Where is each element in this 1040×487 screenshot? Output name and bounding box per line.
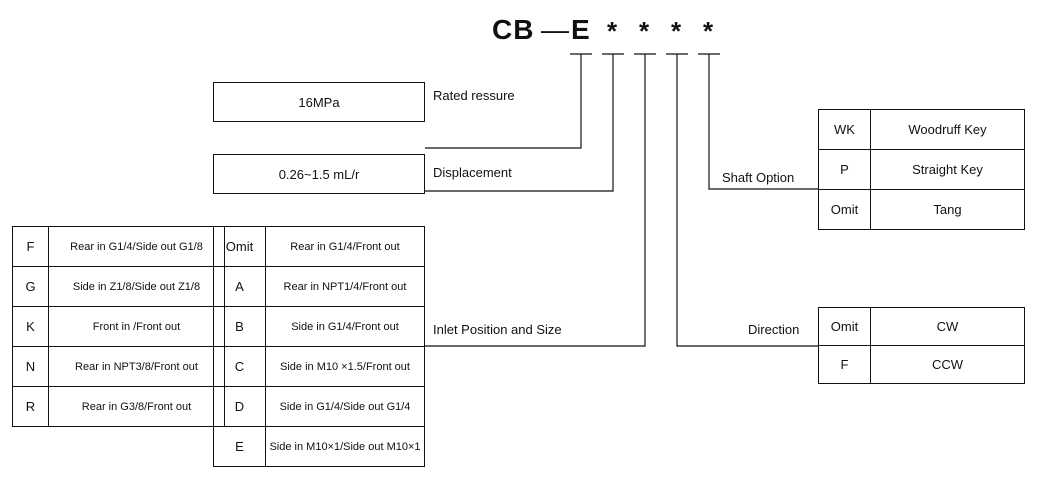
direction-option-row-code: F — [819, 346, 871, 383]
line-displacement — [425, 54, 614, 192]
direction-option-row: Omit CW — [818, 307, 1025, 346]
shaft-option-row: WK Woodruff Key — [818, 109, 1025, 150]
inlet-option-row-code: C — [214, 347, 266, 386]
shaft-option-row: Omit Tang — [818, 189, 1025, 230]
inlet-option-row-desc: Side in G1/4/Side out G1/4 — [279, 400, 411, 413]
inlet-option-row: K Front in /Front out — [12, 306, 225, 347]
inlet-option-row: D Side in G1/4/Side out G1/4 — [213, 386, 425, 427]
rated-pressure-label: Rated ressure — [433, 88, 515, 103]
shaft-option-row-desc: Straight Key — [912, 162, 983, 177]
inlet-option-row-desc: Rear in G1/4/Front out — [290, 240, 400, 253]
shaft-option-row: P Straight Key — [818, 149, 1025, 190]
inlet-option-row-code: B — [214, 307, 266, 346]
line-inlet — [425, 54, 646, 347]
model-wildcard-3: * — [671, 16, 682, 46]
inlet-option-row-desc: Side in M10 ×1.5/Front out — [280, 360, 410, 373]
line-rated-pressure — [425, 54, 582, 149]
inlet-option-row-desc: Rear in G3/8/Front out — [81, 400, 192, 413]
inlet-option-row: B Side in G1/4/Front out — [213, 306, 425, 347]
line-shaft — [708, 54, 818, 190]
shaft-option-row-desc: Woodruff Key — [908, 122, 987, 137]
inlet-option-row: C Side in M10 ×1.5/Front out — [213, 346, 425, 387]
displacement-label: Displacement — [433, 165, 512, 180]
inlet-option-row-desc: Rear in NPT1/4/Front out — [283, 280, 407, 293]
shaft-option-row-code: Omit — [819, 190, 871, 229]
inlet-option-row: Omit Rear in G1/4/Front out — [213, 226, 425, 267]
inlet-option-row-code: Omit — [214, 227, 266, 266]
displacement-value-box: 0.26~1.5 mL/r — [213, 154, 425, 194]
inlet-option-row-code: G — [13, 267, 49, 306]
shaft-option-row-code: P — [819, 150, 871, 189]
inlet-option-row: G Side in Z1/8/Side out Z1/8 — [12, 266, 225, 307]
inlet-option-row-desc: Rear in G1/4/Side out G1/8 — [70, 240, 203, 253]
inlet-option-row-desc: Side in M10×1/Side out M10×1 — [269, 440, 421, 453]
inlet-option-row-code: K — [13, 307, 49, 346]
model-series: E — [571, 14, 591, 45]
inlet-option-row-code: F — [13, 227, 49, 266]
inlet-option-row: F Rear in G1/4/Side out G1/8 — [12, 226, 225, 267]
direction-option-row-desc: CW — [936, 319, 959, 334]
model-wildcard-2: * — [639, 16, 650, 46]
inlet-option-row-code: N — [13, 347, 49, 386]
model-wildcard-4: * — [703, 16, 714, 46]
line-direction — [676, 54, 818, 347]
direction-label: Direction — [748, 322, 800, 337]
shaft-label: Shaft Option — [722, 170, 795, 185]
direction-option-row-code: Omit — [819, 308, 871, 345]
inlet-option-row-desc: Front in /Front out — [92, 320, 181, 333]
inlet-option-row-code: E — [214, 427, 266, 466]
direction-option-row: F CCW — [818, 345, 1025, 384]
inlet-option-row: N Rear in NPT3/8/Front out — [12, 346, 225, 387]
inlet-option-row-desc: Side in G1/4/Front out — [291, 320, 399, 333]
rated-pressure-value-box: 16MPa — [213, 82, 425, 122]
inlet-option-row-desc: Side in Z1/8/Side out Z1/8 — [72, 280, 201, 293]
shaft-option-row-code: WK — [819, 110, 871, 149]
model-dash: — — [541, 14, 570, 45]
shaft-option-row-desc: Tang — [933, 202, 962, 217]
inlet-option-row: R Rear in G3/8/Front out — [12, 386, 225, 427]
inlet-option-row: A Rear in NPT1/4/Front out — [213, 266, 425, 307]
rated-pressure-value: 16MPa — [298, 94, 340, 110]
model-prefix: CB — [492, 14, 535, 45]
model-wildcard-1: * — [607, 16, 618, 46]
displacement-value: 0.26~1.5 mL/r — [278, 166, 360, 182]
direction-option-row-desc: CCW — [931, 357, 964, 372]
inlet-option-row-code: R — [13, 387, 49, 426]
inlet-option-row-code: D — [214, 387, 266, 426]
inlet-option-row-desc: Rear in NPT3/8/Front out — [75, 360, 198, 373]
inlet-label: Inlet Position and Size — [433, 322, 562, 337]
inlet-option-row-code: A — [214, 267, 266, 306]
